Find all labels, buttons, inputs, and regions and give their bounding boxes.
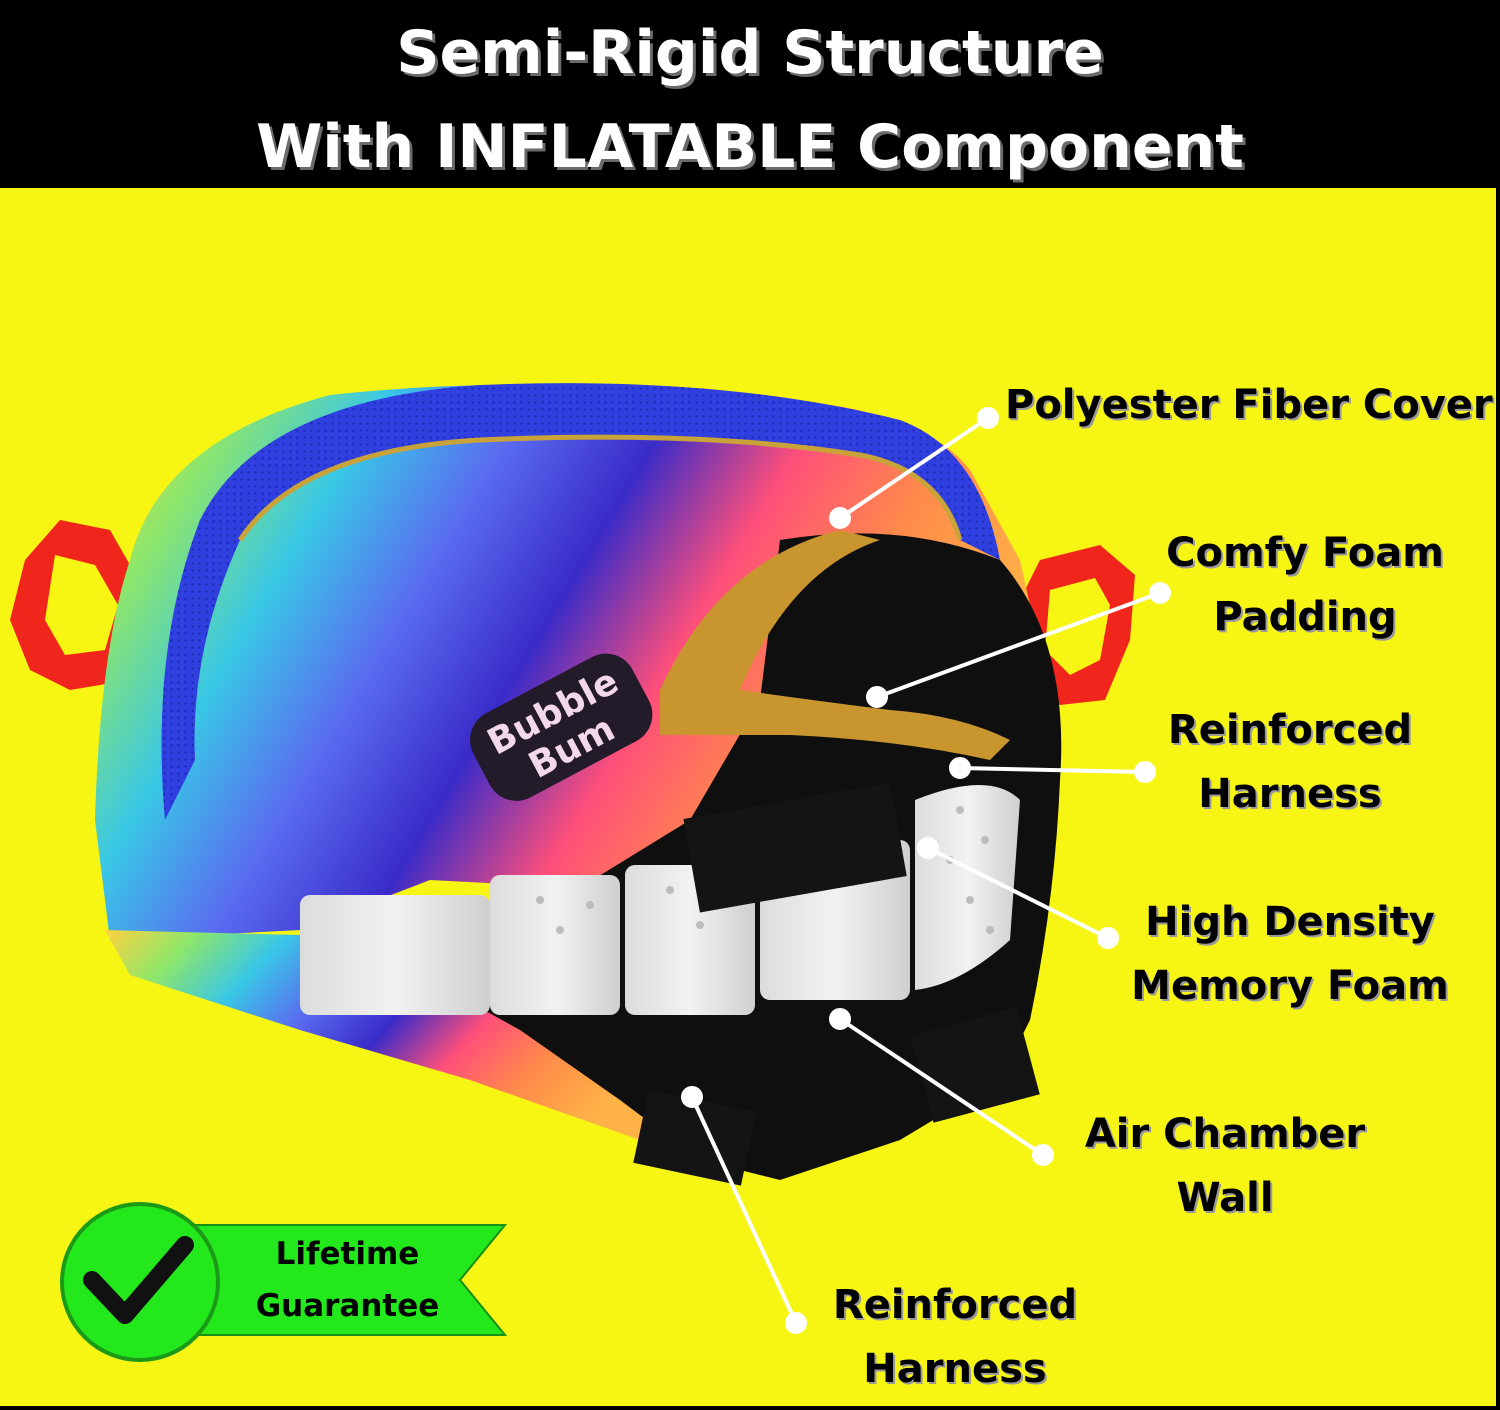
harness-strap-upper [683, 782, 907, 913]
lifetime-guarantee-text: Lifetime Guarantee [255, 1236, 440, 1324]
harness-strap-right [910, 1007, 1040, 1123]
seat-rainbow-cover [95, 384, 1040, 940]
seat-lower-panel [105, 930, 700, 1150]
header-banner: Semi-Rigid Structure With INFLATABLE Com… [0, 0, 1500, 188]
callout-reinforced-harness-lower: Reinforced Harness [832, 1282, 1078, 1392]
callout-air-chamber-wall: Air Chamber Wall [1084, 1111, 1366, 1221]
callout-polyester-fiber-cover: Polyester Fiber Cover [1005, 382, 1493, 428]
product-illustration: Bubble Bum [10, 383, 1171, 1362]
harness-strap-lower [633, 1089, 757, 1186]
callout-comfy-foam-padding: Comfy Foam Padding [1166, 530, 1444, 640]
lifetime-guarantee-badge [60, 1202, 508, 1362]
product-panel: Bubble Bum Polyester Fiber Cover [0, 188, 1500, 1410]
callout-leaders [681, 407, 1171, 1334]
comfy-foam-layer [660, 530, 1010, 760]
callout-high-density-memory-foam: High Density Memory Foam [1131, 899, 1449, 1009]
header-title-line2: With INFLATABLE Component [256, 112, 1244, 182]
header-title-line1: Semi-Rigid Structure [396, 18, 1104, 88]
callout-reinforced-harness-upper: Reinforced Harness [1167, 707, 1413, 817]
checkmark-icon [83, 1236, 194, 1324]
